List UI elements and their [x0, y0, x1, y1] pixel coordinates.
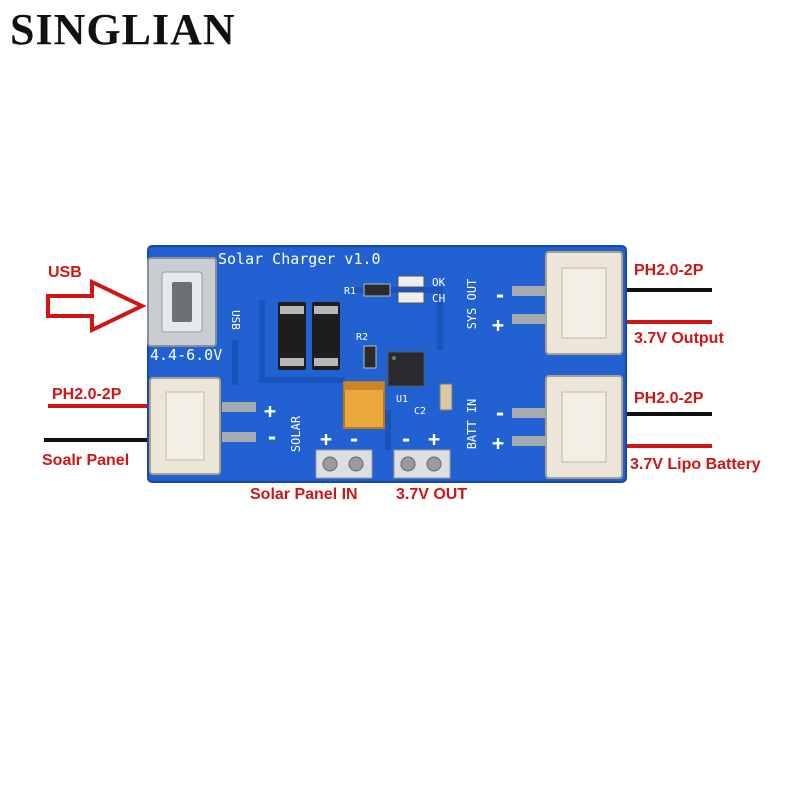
out-37v-label: 3.7V OUT — [396, 486, 468, 503]
svg-text:+: + — [264, 399, 276, 423]
left-jst-connector — [149, 377, 256, 475]
ph-bottom-right-label: PH2.0-2P — [634, 390, 704, 407]
svg-text:+: + — [320, 427, 332, 451]
pcb-board — [147, 245, 627, 483]
usb-silk: USB — [229, 310, 242, 330]
svg-text:+: + — [492, 431, 504, 455]
diode-2 — [312, 302, 340, 370]
usb-arrow-icon — [46, 278, 147, 334]
svg-text:-: - — [494, 401, 506, 425]
board-title: Solar Charger v1.0 — [218, 250, 381, 268]
svg-text:SYS OUT: SYS OUT — [465, 279, 479, 330]
svg-text:-: - — [400, 427, 412, 451]
svg-text:CH: CH — [432, 292, 445, 305]
svg-text:+: + — [428, 427, 440, 451]
svg-text:-: - — [266, 425, 278, 449]
svg-text:R2: R2 — [356, 332, 368, 343]
solar-panel-in-label: Solar Panel IN — [250, 486, 358, 503]
usb-label: USB — [48, 264, 82, 281]
brand-title: SINGLIAN — [10, 5, 236, 54]
svg-text:-: - — [494, 283, 506, 307]
svg-text:U1: U1 — [396, 394, 408, 405]
ph-left-label: PH2.0-2P — [52, 386, 122, 403]
output-label: 3.7V Output — [634, 330, 724, 347]
solar-panel-label: Soalr Panel — [42, 452, 130, 469]
right-top-jst-connector — [512, 251, 623, 355]
svg-text:-: - — [348, 427, 360, 451]
svg-text:SOLAR: SOLAR — [289, 415, 303, 452]
right-bottom-jst-connector — [512, 375, 623, 479]
voltage-silk: 4.4-6.0V — [150, 346, 222, 364]
lipo-battery-label: 3.7V Lipo Battery — [630, 456, 761, 473]
svg-text:C2: C2 — [414, 406, 426, 417]
diode-1 — [278, 302, 306, 370]
svg-text:OK: OK — [432, 276, 446, 289]
svg-text:BATT IN: BATT IN — [465, 399, 479, 450]
svg-text:+: + — [492, 313, 504, 337]
ph-top-right-label: PH2.0-2P — [634, 262, 704, 279]
svg-text:R1: R1 — [344, 286, 356, 297]
